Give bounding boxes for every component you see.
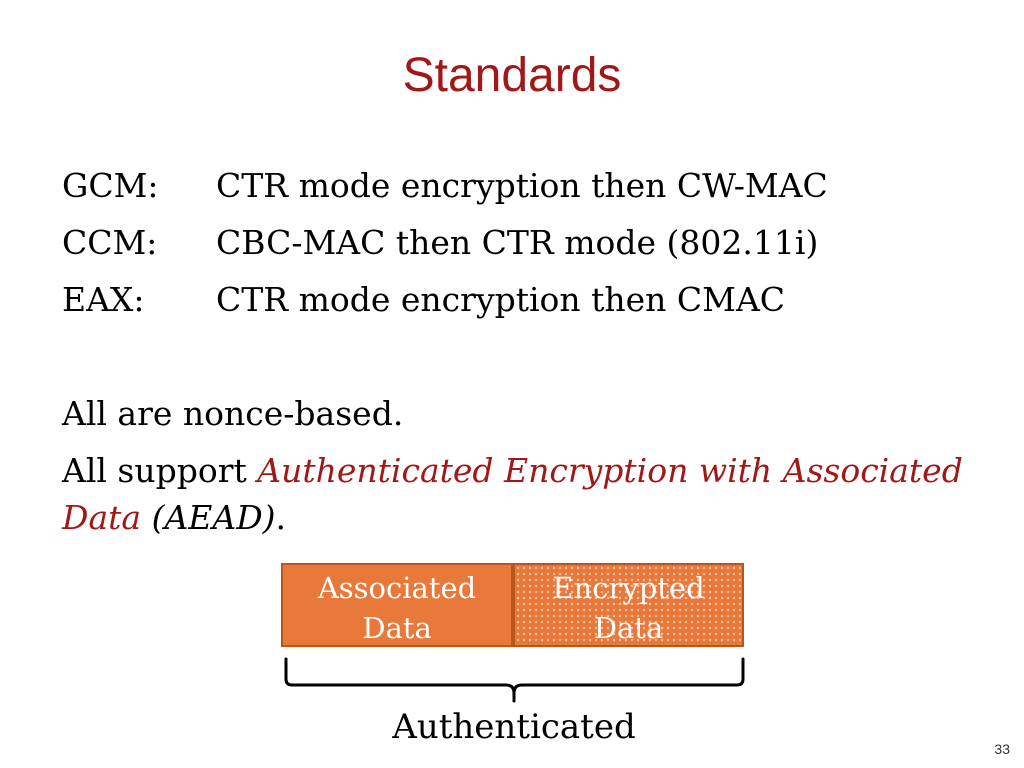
standard-row-ccm: CCM: CBC-MAC then CTR mode (802.11i): [62, 223, 818, 263]
slide-title: Standards: [402, 49, 622, 102]
authenticated-brace: [284, 657, 745, 703]
page-number: 33: [994, 741, 1010, 757]
encrypted-data-box: Encrypted Data: [513, 563, 744, 647]
standard-name: EAX:: [62, 280, 145, 319]
standard-name: CCM:: [62, 223, 158, 262]
standard-description: CTR mode encryption then CMAC: [216, 280, 786, 319]
standard-description: CBC-MAC then CTR mode (802.11i): [216, 223, 819, 262]
aead-abbreviation: (AEAD): [151, 498, 276, 537]
aead-term-part2: Data: [62, 498, 142, 537]
standard-description: CTR mode encryption then CW-MAC: [216, 166, 828, 205]
associated-data-box: Associated Data: [281, 563, 513, 647]
nonce-statement: All are nonce-based.: [62, 394, 404, 433]
aead-statement-line2: Data (AEAD).: [62, 498, 286, 538]
standard-row-eax: EAX: CTR mode encryption then CMAC: [62, 280, 785, 320]
encrypted-data-line1: Encrypted: [552, 571, 705, 605]
aead-statement-line1: All support Authenticated Encryption wit…: [62, 451, 963, 491]
encrypted-data-line2: Data: [593, 611, 664, 645]
standard-row-gcm: GCM: CTR mode encryption then CW-MAC: [62, 166, 828, 206]
aead-term-part1: Authenticated Encryption with Associated: [257, 451, 963, 490]
authenticated-label: Authenticated: [392, 707, 636, 747]
associated-data-line1: Associated: [317, 571, 477, 605]
support-suffix: .: [275, 498, 287, 537]
standard-name: GCM:: [62, 166, 159, 205]
support-prefix: All support: [62, 451, 258, 490]
associated-data-line2: Data: [362, 611, 432, 645]
